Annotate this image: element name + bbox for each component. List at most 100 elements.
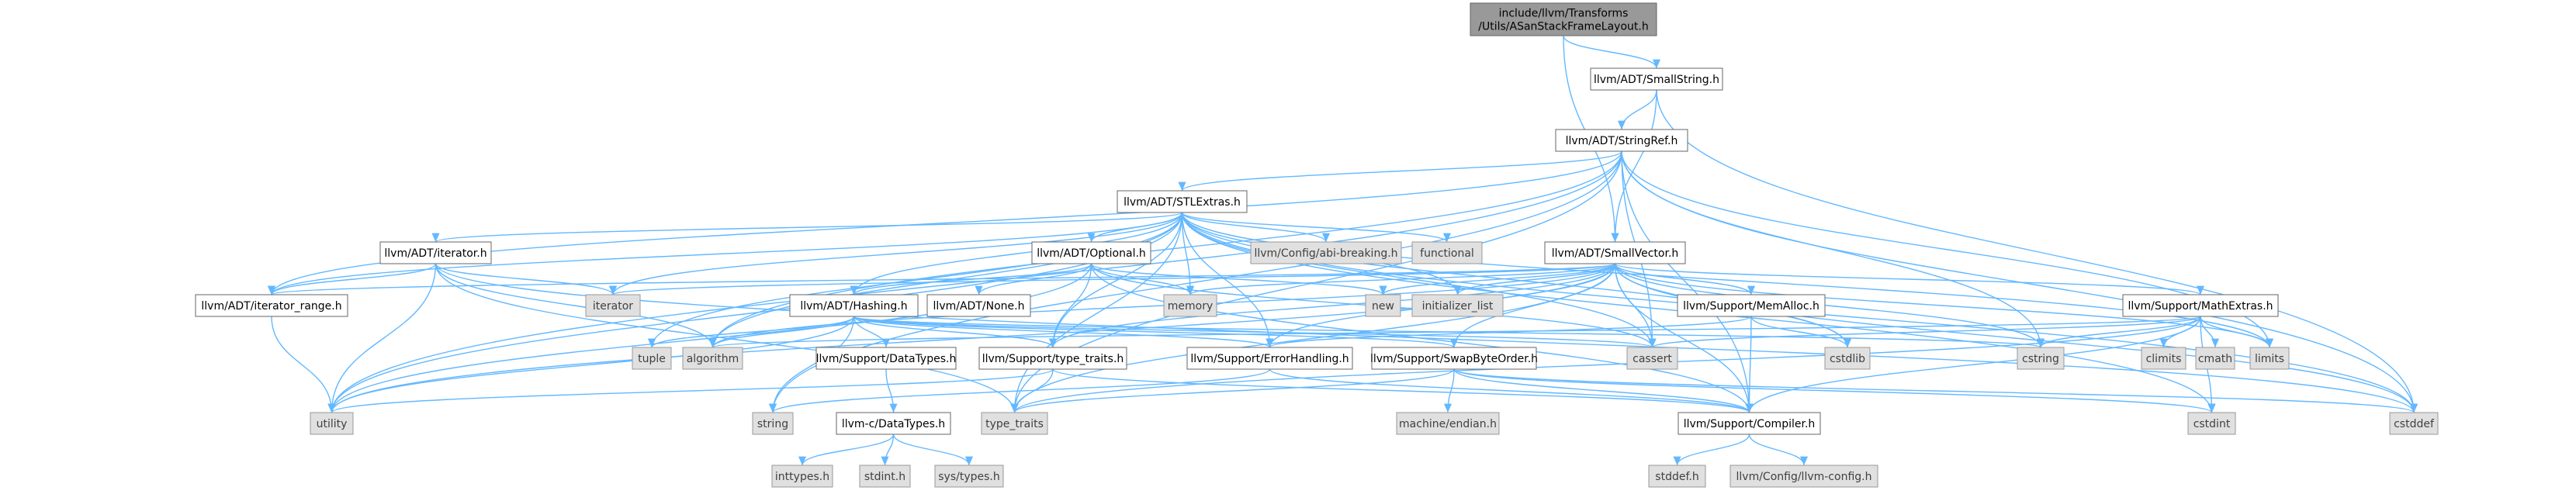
- node-hashing[interactable]: llvm/ADT/Hashing.h: [789, 294, 919, 317]
- node-systypes: sys/types.h: [934, 465, 1004, 488]
- edge-errorhandling-to-compiler: [1269, 368, 1754, 413]
- edge-mathextras-to-typetraits: [1010, 316, 2201, 413]
- node-label-stdint: stdint.h: [864, 471, 905, 483]
- edge-smallvector-to-cstddef: [1614, 263, 2418, 413]
- edge-mathextras-to-climits: [2159, 316, 2201, 348]
- node-label-compiler: llvm/Support/Compiler.h: [1684, 418, 1816, 430]
- node-label-iteratorsys: iterator: [593, 300, 633, 313]
- node-iterator[interactable]: llvm/ADT/iterator.h: [379, 241, 492, 264]
- edge-mathextras-to-algorithm: [709, 316, 2201, 348]
- edge-swapbyteorder-to-cstddef: [1453, 368, 2418, 413]
- edge-stringref-to-compiler: [1621, 150, 1754, 413]
- node-box-systypes: [934, 465, 1004, 488]
- node-label-memalloc: llvm/Support/MemAlloc.h: [1683, 300, 1819, 313]
- node-label-optional: llvm/ADT/Optional.h: [1037, 247, 1146, 260]
- node-optional[interactable]: llvm/ADT/Optional.h: [1031, 241, 1151, 264]
- node-stlextras[interactable]: llvm/ADT/STLExtras.h: [1117, 190, 1248, 213]
- node-label-cstddef: cstddef: [2394, 418, 2435, 430]
- edge-smallstring-to-smallvector: [1611, 89, 1657, 243]
- node-smallstring[interactable]: llvm/ADT/SmallString.h: [1590, 67, 1723, 91]
- node-box-optional: [1031, 241, 1151, 264]
- edge-swapbyteorder-to-cstdint: [1453, 368, 2216, 413]
- node-label-swapbyteorder: llvm/Support/SwapByteOrder.h: [1370, 353, 1538, 365]
- edge-stlextras-to-functional: [1181, 212, 1451, 243]
- edge-optional-to-typetraitsh: [1048, 263, 1092, 348]
- node-box-smallstring: [1590, 67, 1723, 91]
- node-box-limits: [2249, 347, 2290, 370]
- node-smallvector[interactable]: llvm/ADT/SmallVector.h: [1544, 241, 1686, 264]
- node-box-typetraitsh: [978, 347, 1127, 370]
- node-errorhandling[interactable]: llvm/Support/ErrorHandling.h: [1186, 347, 1353, 370]
- node-box-itrange: [195, 294, 348, 317]
- node-box-root: [1470, 2, 1657, 36]
- node-string: string: [752, 412, 794, 435]
- edge-mathextras-to-cassert: [1648, 316, 2201, 348]
- node-label-cstdlib: cstdlib: [1830, 353, 1865, 365]
- edge-iterator-to-utility: [327, 263, 437, 413]
- node-label-cstdint: cstdint: [2193, 418, 2231, 430]
- edge-smallstring-to-stringref: [1617, 89, 1657, 130]
- edge-stringref-to-algorithm: [708, 150, 1622, 348]
- node-mathextras[interactable]: llvm/Support/MathExtras.h: [2122, 294, 2279, 317]
- edge-optional-to-new: [1090, 263, 1387, 295]
- edge-memalloc-to-errorhandling: [1265, 316, 1752, 348]
- node-label-new: new: [1372, 300, 1394, 313]
- edge-smallvector-to-memory: [1186, 263, 1616, 295]
- edge-iterator-to-iteratorsys: [435, 263, 617, 295]
- node-endian: machine/endian.h: [1396, 412, 1500, 435]
- edge-hashing-to-cassert: [853, 316, 1656, 348]
- node-box-compiler: [1678, 412, 1821, 435]
- edge-errorhandling-to-string: [769, 368, 1271, 413]
- edge-stlextras-to-abibreaking: [1181, 212, 1330, 243]
- node-compiler[interactable]: llvm/Support/Compiler.h: [1678, 412, 1821, 435]
- edge-optional-to-utility: [327, 263, 1092, 413]
- edge-hashing-to-swapbyteorder: [853, 316, 1458, 348]
- node-box-inttypes: [771, 465, 833, 488]
- node-cstdlib: cstdlib: [1824, 347, 1871, 370]
- node-climits: climits: [2141, 347, 2186, 370]
- node-label-itrange: llvm/ADT/iterator_range.h: [201, 300, 341, 313]
- node-box-stlextras: [1117, 190, 1248, 213]
- node-box-stringref: [1555, 129, 1688, 152]
- edge-hashing-to-algorithm: [708, 316, 855, 348]
- node-none[interactable]: llvm/ADT/None.h: [926, 294, 1031, 317]
- node-box-initlist: [1411, 294, 1504, 317]
- edge-typetraitsh-to-utility: [327, 368, 1054, 413]
- node-label-stlextras: llvm/ADT/STLExtras.h: [1124, 196, 1241, 209]
- node-datatypes[interactable]: llvm/Support/DataTypes.h: [815, 347, 957, 370]
- node-box-tuple: [632, 347, 672, 370]
- edge-compiler-to-stddef: [1673, 434, 1750, 466]
- node-typetraitsh[interactable]: llvm/Support/type_traits.h: [978, 347, 1127, 370]
- node-inttypes: inttypes.h: [771, 465, 833, 488]
- node-label-systypes: sys/types.h: [938, 471, 999, 483]
- edge-stlextras-to-algorithm: [708, 212, 1183, 348]
- node-box-utility: [310, 412, 354, 435]
- node-stringref[interactable]: llvm/ADT/StringRef.h: [1555, 129, 1688, 152]
- edge-stlextras-to-iterator: [432, 212, 1183, 243]
- node-label-stringref: llvm/ADT/StringRef.h: [1566, 135, 1678, 147]
- node-llvmconfig: llvm/Config/llvm-config.h: [1729, 465, 1878, 488]
- node-label-root: include/llvm/Transforms: [1499, 8, 1629, 20]
- node-new: new: [1365, 294, 1401, 317]
- node-label-cassert: cassert: [1633, 353, 1672, 365]
- node-box-cmath: [2195, 347, 2235, 370]
- node-root[interactable]: include/llvm/Transforms/Utils/ASanStackF…: [1470, 2, 1657, 36]
- node-cstdint: cstdint: [2187, 412, 2236, 435]
- node-label-endian: machine/endian.h: [1399, 418, 1497, 430]
- node-functional: functional: [1411, 241, 1483, 264]
- node-label-initlist: initializer_list: [1422, 300, 1494, 313]
- node-itrange[interactable]: llvm/ADT/iterator_range.h: [195, 294, 348, 317]
- node-box-endian: [1396, 412, 1500, 435]
- edge-hashing-to-datatypes: [853, 316, 891, 348]
- node-swapbyteorder[interactable]: llvm/Support/SwapByteOrder.h: [1370, 347, 1538, 370]
- node-box-stdint: [859, 465, 911, 488]
- edge-smallvector-to-memalloc: [1614, 263, 1755, 295]
- node-cdatatypes[interactable]: llvm-c/DataTypes.h: [836, 412, 951, 435]
- node-label-stddef: stddef.h: [1655, 471, 1698, 483]
- edge-smallstring-to-cstddef: [1656, 89, 2418, 413]
- edge-cdatatypes-to-stdint: [881, 434, 895, 466]
- node-memory: memory: [1163, 294, 1217, 317]
- node-label-smallvector: llvm/ADT/SmallVector.h: [1552, 247, 1679, 260]
- node-memalloc[interactable]: llvm/Support/MemAlloc.h: [1677, 294, 1826, 317]
- node-box-cassert: [1626, 347, 1678, 370]
